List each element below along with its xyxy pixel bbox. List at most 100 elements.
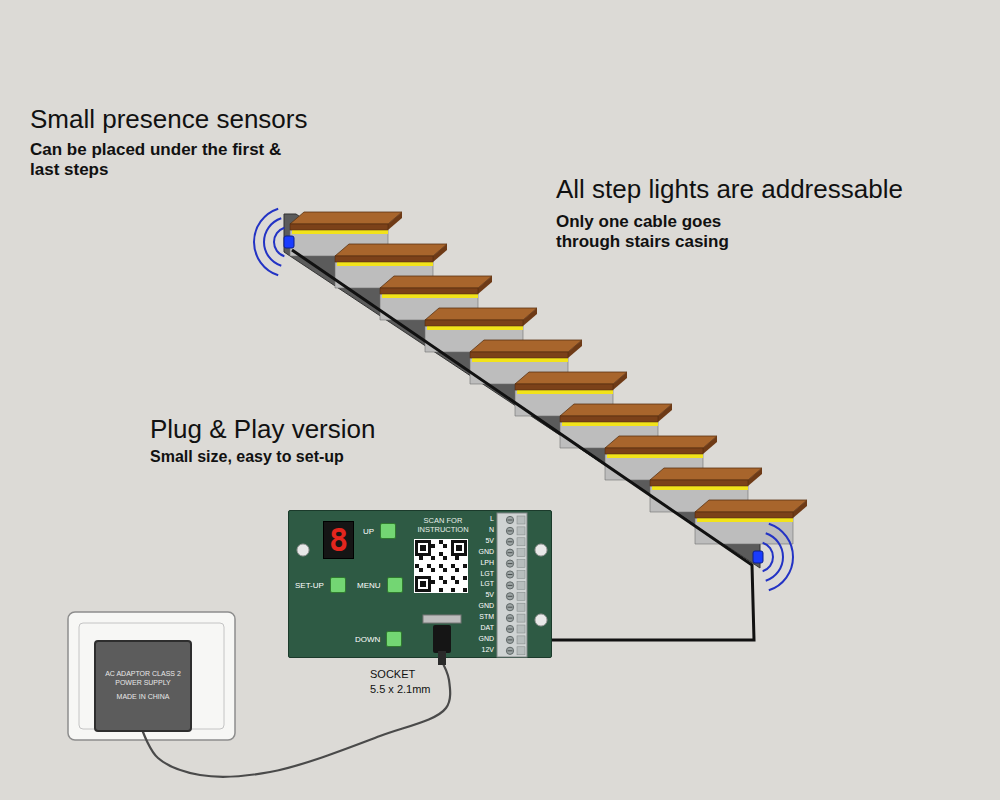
stair-tread [470, 340, 582, 352]
button-key [380, 523, 396, 539]
led-strip [337, 262, 433, 266]
led-strip [562, 422, 658, 426]
dc-plug-tip [438, 651, 446, 665]
data-cable [292, 250, 754, 640]
sensor-body [753, 551, 763, 563]
presence-sensor [753, 523, 794, 591]
qr-caption: SCAN FOR INSTRUCTION [411, 516, 475, 534]
display-digit: 8 [329, 524, 348, 556]
power-adapter: AC ADAPTOR CLASS 2 POWER SUPPLY MADE IN C… [94, 640, 192, 732]
stair-nosing [470, 352, 568, 358]
push-button: MENU [357, 577, 403, 593]
presence-sensor [253, 208, 294, 276]
stair-tread [650, 468, 762, 480]
sensor-wave [253, 208, 278, 276]
stair-steps [290, 212, 807, 544]
stair-nosing [605, 448, 703, 454]
stair-tread-side [613, 372, 627, 390]
pin-name: L [462, 515, 494, 523]
sensor-wave [765, 532, 784, 581]
mounting-hole [297, 544, 309, 556]
dimension: 5.5 x 2.1mm [370, 683, 431, 696]
socket-label: SOCKET [370, 668, 415, 681]
pin-name: LGT [462, 570, 494, 578]
stair-tread [380, 276, 492, 288]
pin-name: 12V [462, 646, 494, 654]
stair-tread [605, 436, 717, 448]
pin-name: 5V [462, 591, 494, 599]
push-button: DOWN [355, 631, 402, 647]
led-strip [382, 294, 478, 298]
callout-note: Can be placed under the first & last ste… [30, 140, 310, 180]
stair-tread-side [478, 276, 492, 294]
terminal-block [497, 513, 527, 657]
led-strip [517, 390, 613, 394]
sensor-wave [273, 227, 285, 257]
pin-name: 5V [462, 537, 494, 545]
stair-nosing [380, 288, 478, 294]
stair-tread-side [523, 308, 537, 326]
wall-socket-plate [68, 612, 235, 740]
sensor-wave [769, 523, 794, 591]
stair-nosing [425, 320, 523, 326]
button-label: UP [363, 527, 374, 536]
callout-note: Only one cable goes through stairs casin… [556, 212, 786, 252]
sensor-wave [762, 542, 774, 572]
callout-heading: Small presence sensors [30, 104, 307, 135]
stair-nosing [335, 256, 433, 262]
led-strip [652, 486, 748, 490]
stair-tread-side [703, 436, 717, 454]
stair-nosing [560, 416, 658, 422]
stair-tread [290, 212, 402, 224]
callout-heading: Plug & Play version [150, 414, 375, 445]
stair-riser [695, 518, 793, 544]
callout-heading: All step lights are addressable [556, 174, 903, 205]
stair-tread-side [388, 212, 402, 230]
stair-nosing [515, 384, 613, 390]
button-key [386, 631, 402, 647]
led-strip [292, 230, 388, 234]
stair-tread [335, 244, 447, 256]
stair-tread-side [748, 468, 762, 486]
stair-nosing [650, 480, 748, 486]
power-socket [423, 615, 461, 623]
pin-name: GND [462, 602, 494, 610]
button-key [330, 577, 346, 593]
controller-board: SCAN FOR INSTRUCTION 8 UP SET-UP MENU DOWN [288, 510, 552, 658]
seven-segment-display: 8 [323, 521, 354, 559]
led-strip [697, 518, 793, 522]
stair-tread [695, 500, 807, 512]
adapter-print: AC ADAPTOR CLASS 2 POWER SUPPLY [102, 670, 184, 688]
stair-tread-side [793, 500, 807, 518]
sensor-body [284, 236, 294, 248]
push-button: SET-UP [295, 577, 346, 593]
pin-name: N [462, 526, 494, 534]
adapter-print: MADE IN CHINA [117, 693, 170, 702]
stair-nosing [290, 224, 388, 230]
button-key [387, 577, 403, 593]
button-label: SET-UP [295, 581, 324, 590]
pin-name: STM [462, 613, 494, 621]
led-strip [607, 454, 703, 458]
mounting-hole [535, 544, 547, 556]
led-strip [427, 326, 523, 330]
stair-tread-side [433, 244, 447, 262]
stair-tread [560, 404, 672, 416]
pin-name: DAT [462, 624, 494, 632]
pin-name: GND [462, 548, 494, 556]
stair-tread-side [658, 404, 672, 422]
button-label: MENU [357, 581, 381, 590]
dc-plug [433, 625, 451, 653]
stair-tread [425, 308, 537, 320]
callout-note: Small size, easy to set-up [150, 448, 344, 467]
pin-name: LPH [462, 559, 494, 567]
sensor-wave [263, 217, 282, 266]
push-button: UP [363, 523, 396, 539]
pin-name: LGT [462, 580, 494, 588]
mounting-hole [535, 614, 547, 626]
qr-code [414, 539, 468, 593]
led-strip [472, 358, 568, 362]
stair-tread [515, 372, 627, 384]
stair-nosing [695, 512, 793, 518]
stair-tread-side [568, 340, 582, 358]
